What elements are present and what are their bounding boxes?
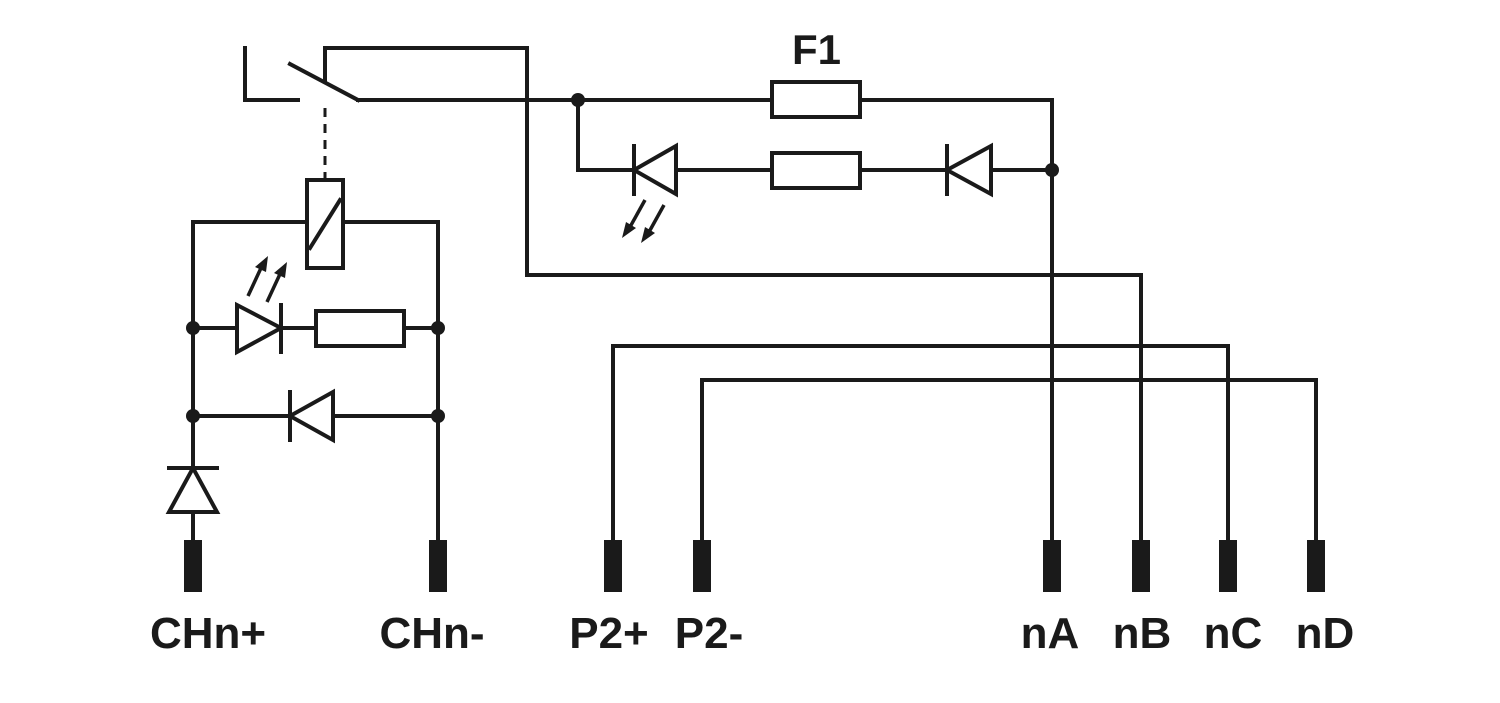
terminal-p2-plus (604, 540, 622, 592)
resistor-left (314, 309, 406, 348)
wire-indicator-branch-left (576, 98, 636, 172)
terminal-nc (1219, 540, 1237, 592)
fuse-f1 (770, 80, 862, 119)
fuse-label: F1 (792, 26, 841, 73)
wire-p2minus-to-nd (700, 378, 1318, 542)
junction-dot (186, 409, 200, 423)
wire-coil-frame-right (341, 220, 440, 542)
led-indicator-right (622, 142, 678, 243)
terminal-label-chn-minus: CHn- (379, 609, 484, 658)
wire-fuse-right-to-na (858, 98, 1054, 542)
terminal-label-na: nA (1021, 609, 1080, 658)
wire-coil-frame (191, 220, 309, 542)
diode-right (942, 142, 993, 198)
junction-dot (186, 321, 200, 335)
terminal-label-p2-minus: P2- (675, 609, 743, 658)
terminal-nd (1307, 540, 1325, 592)
terminal-nb (1132, 540, 1150, 592)
terminal-chn-plus (184, 540, 202, 592)
terminal-label-nc: nC (1204, 609, 1263, 658)
led-indicator-left (235, 256, 287, 356)
terminal-chn-minus (429, 540, 447, 592)
junction-dot (431, 409, 445, 423)
terminal-label-nb: nB (1113, 609, 1172, 658)
resistor-right (770, 151, 862, 190)
terminal-label-nd: nD (1296, 609, 1355, 658)
freewheel-diode (285, 388, 335, 444)
terminal-p2-minus (693, 540, 711, 592)
junction-dot (431, 321, 445, 335)
relay-coil (305, 178, 345, 270)
relay-switch-contact (243, 46, 361, 103)
terminal-label-chn-plus: CHn+ (150, 609, 266, 658)
terminal-label-p2-plus: P2+ (569, 609, 649, 658)
terminal-na (1043, 540, 1061, 592)
polarity-diode (165, 463, 221, 514)
wire-switch-common-to-nb (323, 46, 1143, 542)
wire-p2plus-to-nc (611, 344, 1230, 542)
